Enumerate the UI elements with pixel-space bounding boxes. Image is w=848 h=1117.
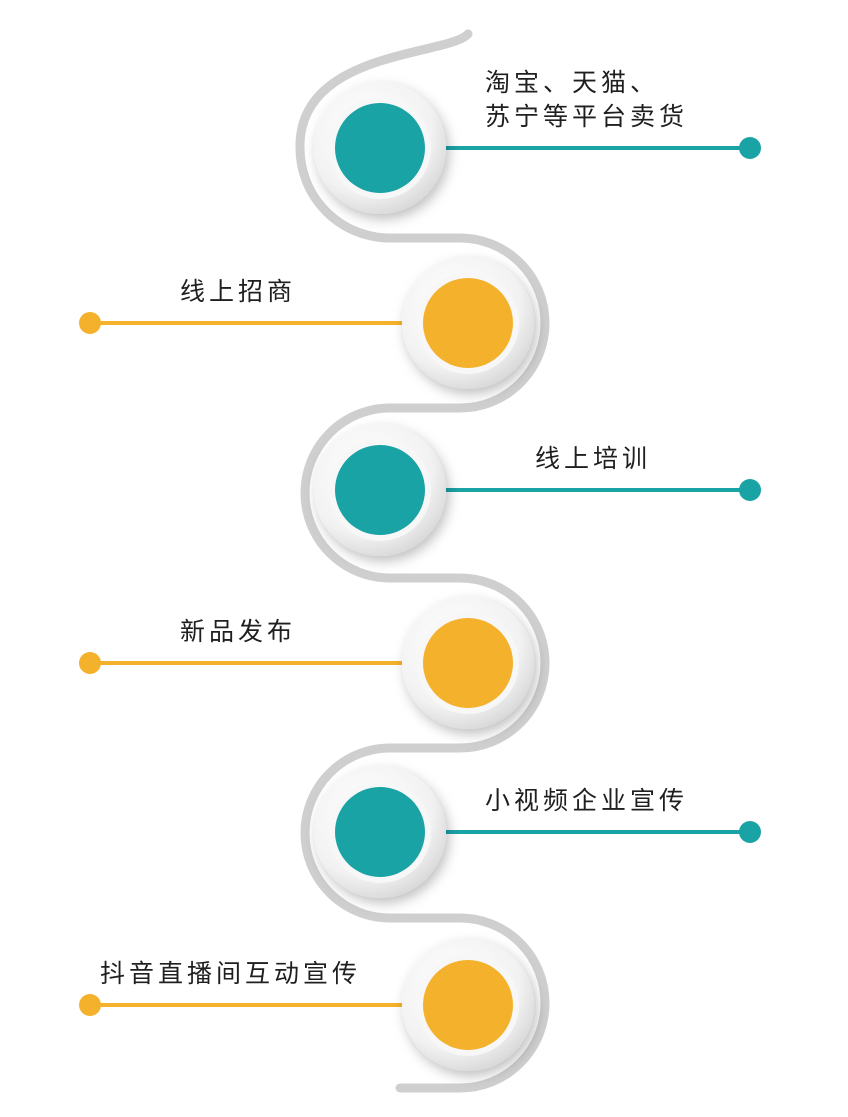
node-core — [423, 618, 513, 708]
node-label-6: 抖音直播间互动宣传 — [100, 957, 361, 991]
node-label-5: 小视频企业宣传 — [485, 784, 688, 818]
winding-path — [295, 29, 550, 1093]
node-label-1: 淘宝、天猫、苏宁等平台卖货 — [485, 66, 688, 134]
node-core — [335, 103, 425, 193]
node-4 — [79, 597, 534, 729]
endpoint-dot — [739, 821, 761, 843]
node-label-line: 淘宝、天猫、 — [485, 68, 660, 97]
endpoint-dot — [79, 312, 101, 334]
node-core — [423, 960, 513, 1050]
node-5 — [314, 766, 761, 898]
endpoint-dot — [739, 479, 761, 501]
node-label-line: 抖音直播间互动宣传 — [100, 959, 362, 988]
node-core — [335, 787, 425, 877]
node-1 — [314, 82, 761, 214]
node-label-line: 小视频企业宣传 — [485, 786, 689, 815]
node-6 — [79, 939, 534, 1071]
node-label-line: 线上招商 — [180, 277, 297, 306]
node-label-4: 新品发布 — [180, 615, 296, 649]
node-label-line: 线上培训 — [535, 444, 652, 473]
endpoint-dot — [79, 652, 101, 674]
node-3 — [314, 424, 761, 556]
node-label-line: 苏宁等平台卖货 — [485, 102, 689, 131]
endpoint-dot — [79, 994, 101, 1016]
node-label-line: 新品发布 — [180, 617, 297, 646]
endpoint-dot — [739, 137, 761, 159]
node-label-3: 线上培训 — [535, 442, 651, 476]
node-label-2: 线上招商 — [180, 275, 296, 309]
node-2 — [79, 257, 534, 389]
node-core — [423, 278, 513, 368]
node-core — [335, 445, 425, 535]
